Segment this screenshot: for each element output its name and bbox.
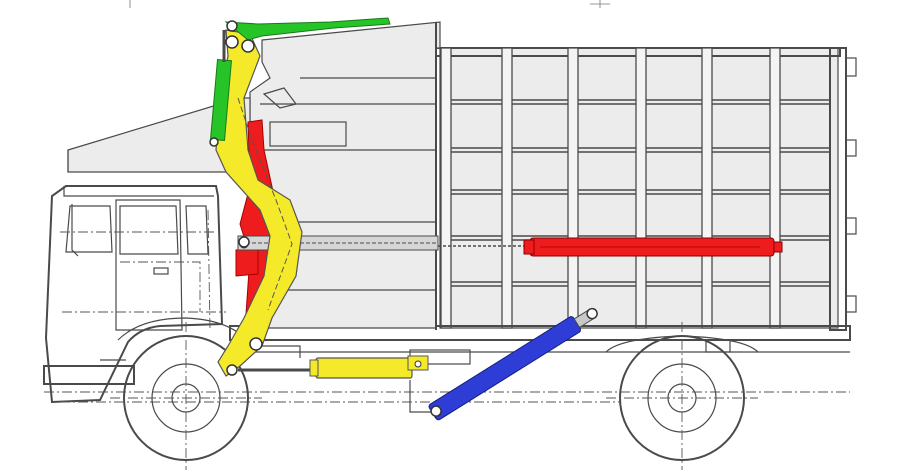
center-marks <box>129 0 610 8</box>
lower-arm-cylinder <box>238 355 429 379</box>
arm-cylinder-green <box>209 17 391 147</box>
rear-wheel <box>605 322 759 470</box>
tipping-cylinder <box>428 307 598 421</box>
ejector-cylinder <box>523 237 783 257</box>
lift-arm <box>215 29 303 377</box>
container-body <box>229 47 857 353</box>
front-wheel <box>110 322 262 470</box>
truck-cab <box>43 185 226 404</box>
